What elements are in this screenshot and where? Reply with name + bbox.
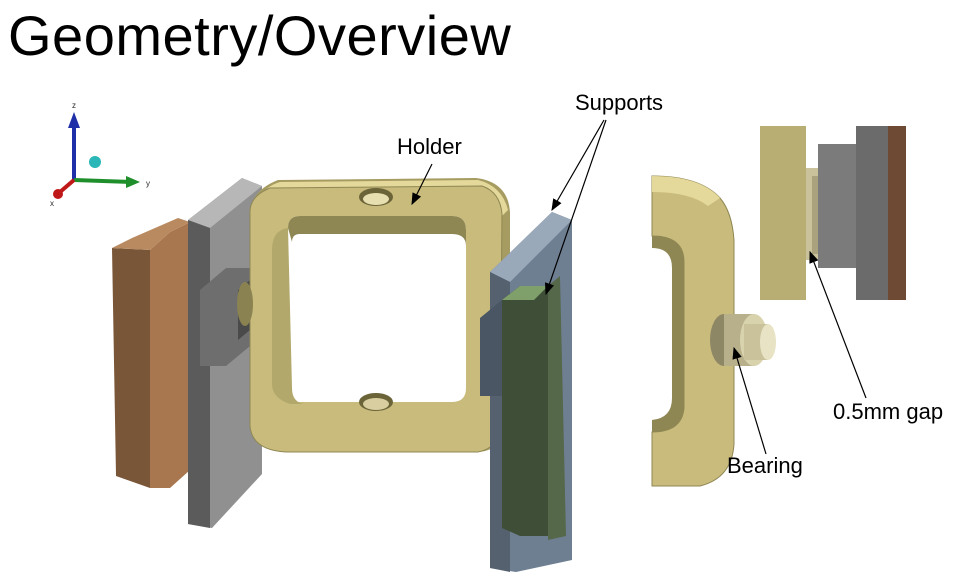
copper-plate [112,218,190,488]
bearing-label: Bearing [727,453,803,478]
holder-half [651,175,735,487]
holder-leader-arrow [411,163,433,206]
gap-leader-arrow [809,250,867,399]
gap-detail-inset [760,126,906,300]
holder-frame [237,178,510,453]
bearing-leader-arrow [732,346,767,455]
triad-y-label: y [146,179,150,188]
supports-leader-arrow-1 [551,119,605,212]
triad-x-label: x [50,199,54,208]
holder-label: Holder [397,134,462,159]
page-title: Geometry/Overview [8,4,512,67]
supports-leader-arrow-2 [544,119,607,296]
gap-label: 0.5mm gap [833,399,944,424]
triad-z-label: z [72,101,76,110]
right-support [480,212,572,572]
leader-arrows [411,119,867,455]
supports-label: Supports [575,90,664,115]
coordinate-triad-icon: z y x [50,101,150,208]
bearing [710,314,776,366]
